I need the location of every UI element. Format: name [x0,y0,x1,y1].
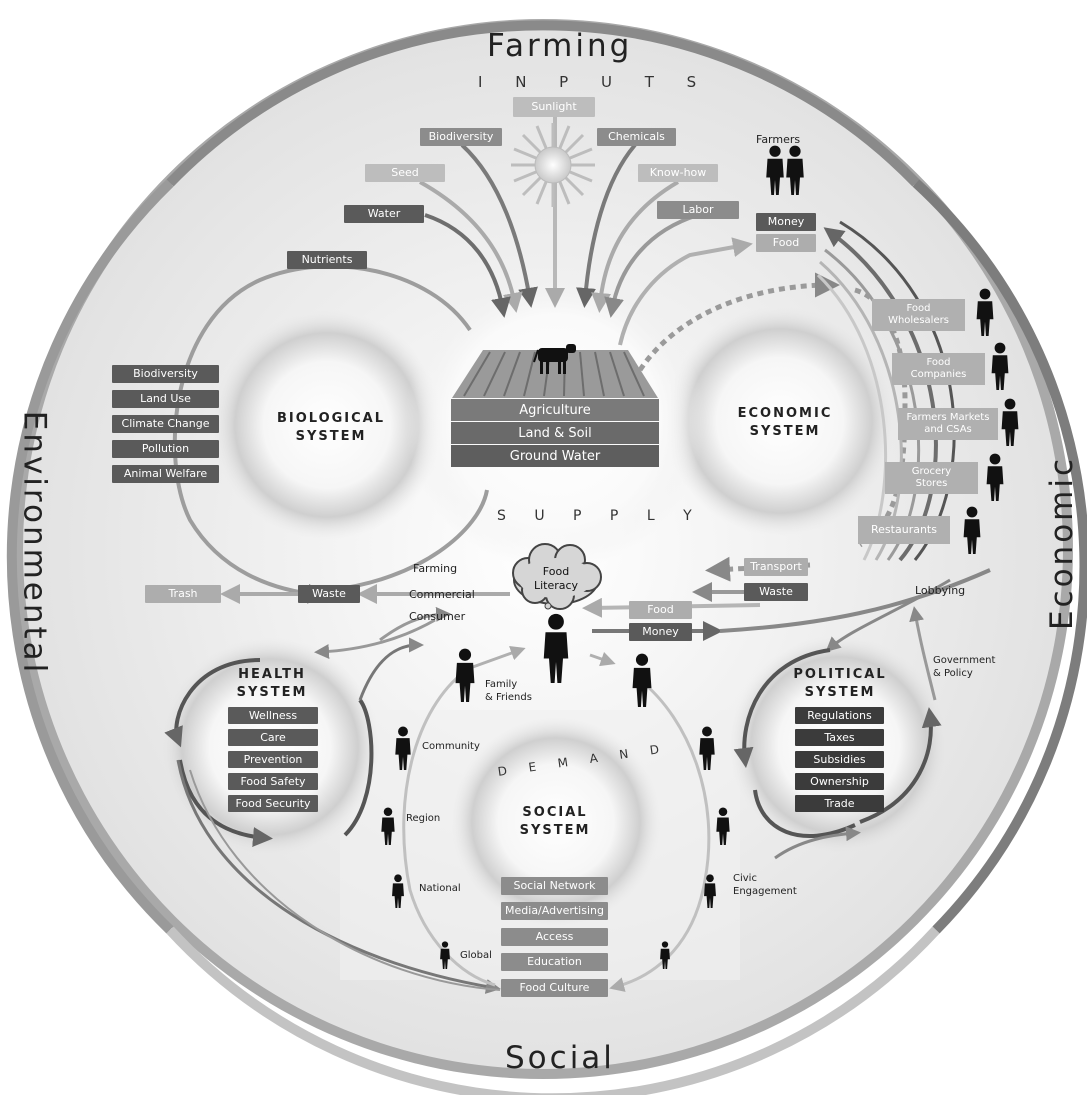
social-network: Social Network [501,877,608,895]
waste-source-commercial: Commercial [409,588,475,601]
env-climate-change: Climate Change [112,415,219,433]
health-prevention: Prevention [228,751,318,768]
trash-box: Trash [145,585,221,603]
health-system-title: HEALTH SYSTEM [236,667,308,700]
farm-field-icon [452,350,658,398]
env-land-use: Land Use [112,390,219,408]
scale-global: Global [460,950,492,961]
sun-icon [511,123,595,207]
civic-engagement-label: Civic Engagement [733,873,797,897]
env-pollution: Pollution [112,440,219,458]
input-nutrients: Nutrients [287,251,367,269]
soil-layer-land: Land & Soil [451,422,659,444]
food-literacy-cloud-icon [512,543,602,610]
health-food-security: Food Security [228,795,318,812]
economic-glow [665,306,895,536]
political-taxes: Taxes [795,729,884,746]
farmers-label: Farmers [756,133,801,146]
political-trade: Trade [795,795,884,812]
ring-title-social: Social [505,1040,615,1076]
food-literacy-label: Food Literacy [533,565,579,593]
political-ownership: Ownership [795,773,884,790]
transport-box: Transport [744,558,808,576]
input-chemicals: Chemicals [597,128,676,146]
health-wellness: Wellness [228,707,318,724]
inputs-heading: I N P U T S [478,73,711,91]
scale-national: National [419,883,461,894]
health-care: Care [228,729,318,746]
ring-title-economic: Economic [1044,455,1081,631]
farm-food: Food [756,234,816,252]
political-subsidies: Subsidies [795,751,884,768]
economic-system-title: ECONOMIC SYSTEM [737,406,833,439]
scale-region: Region [406,813,441,824]
env-animal-welfare: Animal Welfare [112,465,219,483]
scale-family-friends: Family & Friends [485,679,532,703]
social-food-culture: Food Culture [501,979,608,997]
input-labor: Labor [657,201,739,219]
government-policy-label: Government & Policy [933,655,996,679]
soil-layer-groundwater: Ground Water [451,445,659,467]
social-access: Access [501,928,608,946]
supply-food-wholesalers: Food Wholesalers [872,299,965,331]
biological-glow [212,310,442,540]
ring-title-environmental: Environmental [16,410,53,676]
consumer-food-box: Food [629,601,692,619]
env-biodiversity: Biodiversity [112,365,219,383]
cow-icon [533,344,576,374]
supply-food-companies: Food Companies [892,353,985,385]
waste-box: Waste [298,585,360,603]
social-system-title: SOCIAL SYSTEM [519,805,591,838]
input-sunlight: Sunlight [513,97,595,117]
economic-waste-box: Waste [744,583,808,601]
input-biodiversity: Biodiversity [420,128,502,146]
health-food-safety: Food Safety [228,773,318,790]
supply-restaurants: Restaurants [858,516,950,544]
consumer-money-box: Money [629,623,692,641]
ring-title-farming: Farming [487,28,633,64]
biological-system-title: BIOLOGICAL SYSTEM [276,411,386,444]
soil-layer-agriculture: Agriculture [451,399,659,421]
input-water: Water [344,205,424,223]
input-seed: Seed [365,164,445,182]
supply-farmers-markets: Farmers Markets and CSAs [898,408,998,440]
social-glow [451,717,661,927]
waste-source-farming: Farming [413,562,458,575]
input-know-how: Know-how [638,164,718,182]
scale-community: Community [422,741,480,752]
supply-word: S U P P L Y [497,508,704,524]
social-education: Education [501,953,608,971]
farm-money: Money [756,213,816,231]
supply-grocery-stores: Grocery Stores [885,462,978,494]
political-regulations: Regulations [795,707,884,724]
social-media-advertising: Media/Advertising [501,902,608,920]
political-system-title: POLITICAL SYSTEM [793,667,887,700]
waste-source-consumer: Consumer [409,610,466,623]
health-glow [160,637,380,857]
lobbying-label: Lobbying [915,584,966,597]
